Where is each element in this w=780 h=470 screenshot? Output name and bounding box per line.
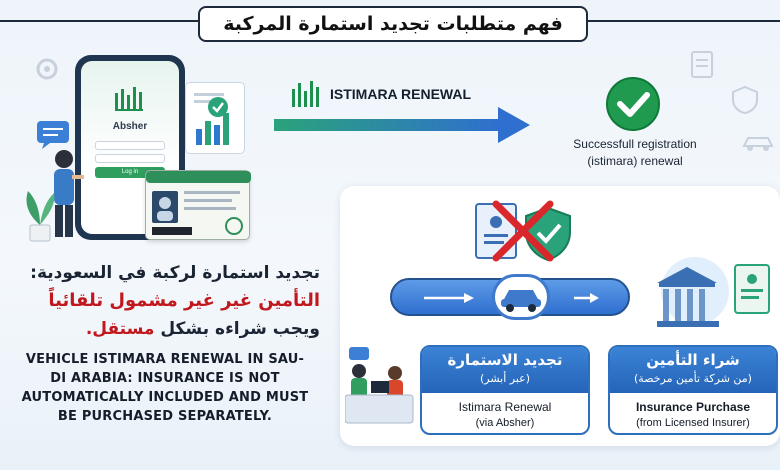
english-line-3: AUTOMATICALLY INCLUDED AND MUST: [21, 390, 309, 405]
insurance-not-included-graphic: [475, 200, 571, 262]
dashboard-card: [185, 82, 245, 154]
chat-bubble-icon: [37, 121, 69, 149]
person-icon: [352, 364, 366, 378]
document-icon: [475, 203, 517, 259]
insurance-subtitle-en: (from Licensed Insurer): [636, 417, 750, 429]
title-rule-right: [588, 20, 780, 22]
id-card-graphic: [146, 171, 251, 235]
insurer-graphic: [657, 257, 770, 327]
plant-icon: [26, 191, 55, 242]
flow-arrow-icon: [274, 107, 530, 143]
arrow-right-icon: [574, 293, 599, 303]
istimara-card: [145, 170, 251, 240]
username-field[interactable]: [95, 141, 165, 150]
insurance-title-ar: شراء التأمين: [646, 351, 740, 369]
person-icon: [54, 150, 84, 237]
english-line-2: DI ARABIA: INSURANCE IS NOT: [50, 371, 280, 386]
flow-arrow-label: ISTIMARA RENEWAL: [330, 86, 472, 102]
chat-bubble-icon: [349, 347, 369, 360]
gear-icon: [36, 58, 58, 80]
insurance-card-body: Insurance Purchase (from Licensed Insure…: [610, 393, 776, 431]
login-button[interactable]: Log in: [95, 167, 165, 178]
arrow-right-icon: [424, 293, 474, 303]
arabic-line-2: التأمين غير غير مشمول تلقائياً: [48, 290, 320, 311]
insurance-subtitle-ar: (من شركة تأمين مرخصة): [634, 372, 752, 385]
insurance-card-header: شراء التأمين (من شركة تأمين مرخصة): [610, 347, 776, 393]
arabic-line-3-highlight: مستقل.: [85, 319, 155, 339]
car-icon: [501, 290, 541, 312]
renewal-card: تجديد الاستمارة (عبر أبشر) Istimara Rene…: [420, 345, 590, 435]
renewal-card-body: Istimara Renewal (via Absher): [422, 393, 588, 431]
shield-icon: [732, 85, 758, 115]
check-icon: [606, 77, 660, 131]
check-badge-icon: [208, 97, 228, 117]
password-field[interactable]: [95, 154, 165, 163]
english-summary: VEHICLE ISTIMARA RENEWAL IN SAU- DI ARAB…: [6, 350, 324, 426]
insurance-card: شراء التأمين (من شركة تأمين مرخصة) Insur…: [608, 345, 778, 435]
success-caption: Successfull registration (istimara) rene…: [540, 136, 730, 170]
renewal-title-ar: تجديد الاستمارة: [447, 351, 563, 369]
building-icon: [657, 267, 717, 283]
success-line-1: Successfull registration: [573, 137, 697, 151]
title-rule-left: [0, 20, 198, 22]
insurance-title-en: Insurance Purchase: [635, 400, 751, 414]
english-line-4: BE PURCHASED SEPARATELY.: [57, 409, 273, 424]
bar-chart-icon: [194, 93, 229, 145]
car-badge: [492, 274, 550, 320]
document-icon: [691, 51, 713, 78]
english-line-1: VEHICLE ISTIMARA RENEWAL IN SAU-: [25, 352, 305, 367]
renewal-card-header: تجديد الاستمارة (عبر أبشر): [422, 347, 588, 393]
car-icon: [742, 137, 774, 151]
absher-logo-icon: [292, 81, 319, 107]
success-line-2: (istimara) renewal: [587, 154, 683, 168]
arabic-line-1: تجديد استمارة لركبة في السعودية:: [30, 263, 320, 283]
renewal-subtitle-en: (via Absher): [475, 417, 535, 429]
page-title: فهم متطلبات تجديد استمارة المركبة: [198, 6, 588, 42]
app-name: Absher: [112, 121, 148, 132]
service-counter-graphic: [345, 347, 414, 424]
renewal-subtitle-ar: (عبر أبشر): [479, 372, 531, 385]
arabic-line-3-prefix: ويجب شراءه بشكل: [154, 319, 320, 339]
arabic-line-3: ويجب شراءه بشكل مستقل.: [10, 318, 320, 340]
renewal-title-en: Istimara Renewal: [458, 400, 552, 414]
absher-logo-icon: [115, 87, 143, 111]
